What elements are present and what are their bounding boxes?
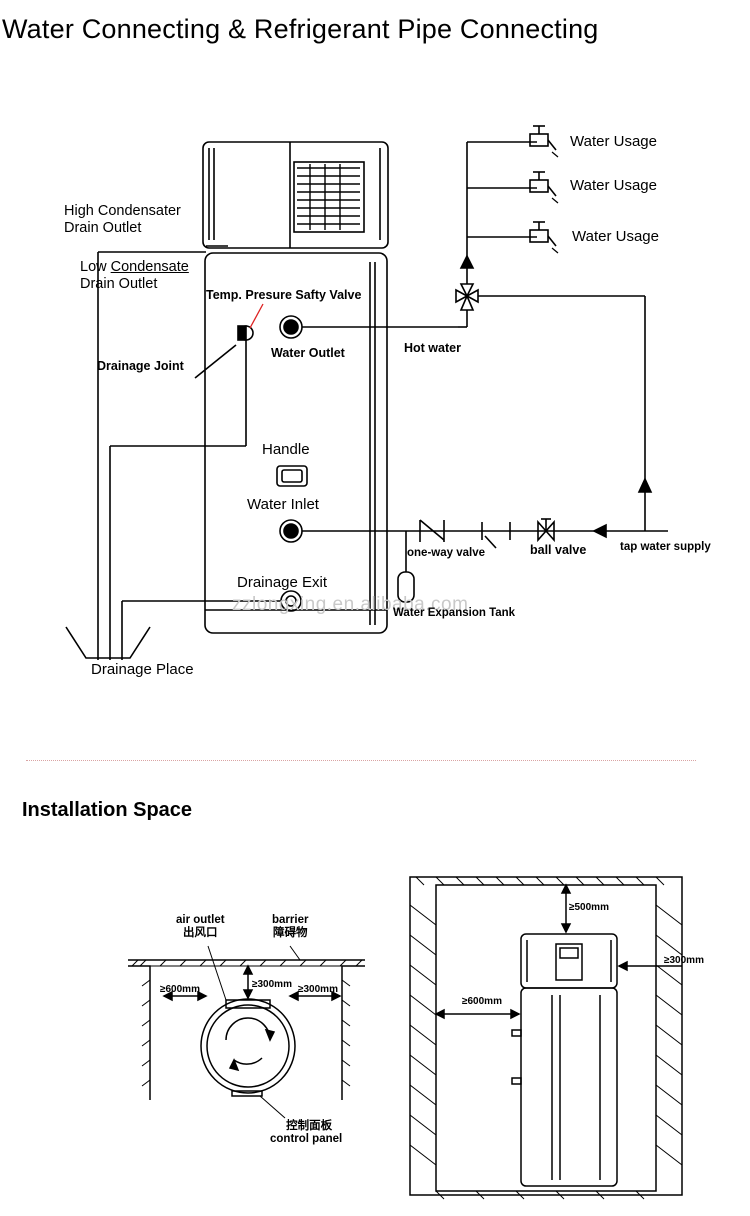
label-air-outlet: air outlet 出风口 xyxy=(176,914,225,940)
label-dist-300-top: ≥300mm xyxy=(252,979,292,990)
label-low-condensate: Low Condensate Drain Outlet xyxy=(80,259,189,292)
page-title: Water Connecting & Refrigerant Pipe Conn… xyxy=(2,14,599,44)
label-dist-600-top: ≥600mm xyxy=(160,984,200,995)
label-water-usage-2: Water Usage xyxy=(570,177,657,194)
drainage-basin xyxy=(65,626,151,659)
section-title-installation: Installation Space xyxy=(22,799,193,821)
section-divider xyxy=(26,760,696,761)
label-water-expansion-tank: Water Expansion Tank xyxy=(393,607,516,619)
install-front-view xyxy=(409,876,683,1200)
label-side-600: ≥600mm xyxy=(462,996,502,1007)
expansion-tank xyxy=(397,571,415,603)
label-handle: Handle xyxy=(262,441,310,458)
label-water-usage-1: Water Usage xyxy=(570,133,657,150)
label-one-way-valve: one-way valve xyxy=(407,547,485,559)
handle xyxy=(276,465,308,487)
label-ball-valve: ball valve xyxy=(530,543,587,557)
label-side-500: ≥500mm xyxy=(569,902,609,913)
label-drainage-joint: Drainage Joint xyxy=(97,359,184,373)
label-water-inlet: Water Inlet xyxy=(247,496,319,513)
label-hot-water: Hot water xyxy=(404,341,461,355)
label-temp-valve: Temp. Presure Safty Valve xyxy=(206,288,362,302)
label-drainage-exit: Drainage Exit xyxy=(237,574,328,591)
label-drainage-place: Drainage Place xyxy=(91,661,194,678)
tap-2 xyxy=(529,171,559,204)
label-water-outlet: Water Outlet xyxy=(271,346,345,360)
install-plan-view xyxy=(128,945,365,1119)
water-tank xyxy=(204,252,388,634)
label-control-panel: 控制面板 control panel xyxy=(270,1120,343,1146)
watermark: zzlongxing.en.alibaba.com xyxy=(232,594,469,615)
label-water-usage-3: Water Usage xyxy=(572,228,659,245)
label-barrier: barrier 障碍物 xyxy=(272,914,309,940)
heat-pump-unit xyxy=(202,141,389,249)
tap-1 xyxy=(529,125,559,158)
label-high-condensate: High Condensater Drain Outlet xyxy=(64,203,181,236)
label-tap-water-supply: tap water supply xyxy=(620,541,711,553)
label-dist-300-right: ≥300mm xyxy=(298,984,338,995)
label-side-300: ≥300mm xyxy=(664,955,704,966)
tap-3 xyxy=(529,221,559,254)
